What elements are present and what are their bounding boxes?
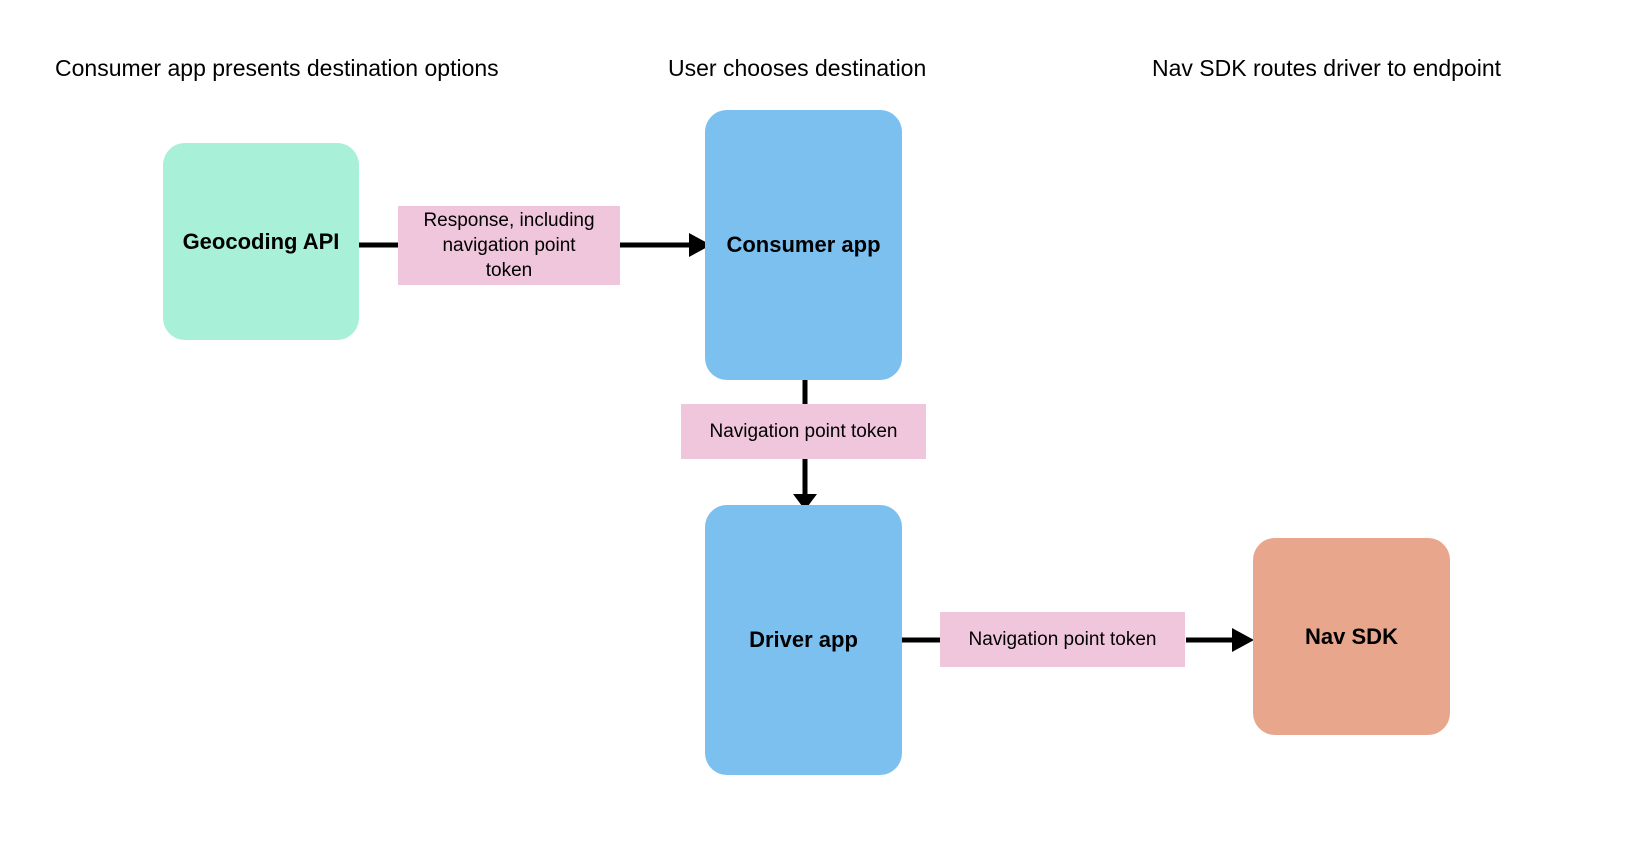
column-header-user-chooses-destination: User chooses destination <box>668 55 927 81</box>
node-consumer-app[interactable]: Consumer app <box>705 110 902 380</box>
edge-label-line-1: Response, including <box>423 210 595 231</box>
node-nav-sdk[interactable]: Nav SDK <box>1253 538 1450 735</box>
connector-driver-to-nav-sdk <box>898 620 1258 660</box>
node-nav-sdk-label: Nav SDK <box>1305 623 1398 649</box>
edge-label-response-navigation-point-token: Response, including navigation point tok… <box>398 206 620 285</box>
node-driver-app[interactable]: Driver app <box>705 505 902 775</box>
column-header-nav-sdk-routes-driver: Nav SDK routes driver to endpoint <box>1152 55 1502 81</box>
connector-geocoding-to-consumer <box>355 225 715 265</box>
node-driver-app-label: Driver app <box>749 627 858 652</box>
edge-label-text: Navigation point token <box>709 421 898 442</box>
node-consumer-app-label: Consumer app <box>726 232 881 257</box>
node-geocoding-api-label: Geocoding API <box>182 228 340 254</box>
edge-label-line-2: navigation point <box>442 235 576 256</box>
edge-label-navigation-point-token-driver-navsdk: Navigation point token <box>940 612 1185 667</box>
edge-label-text: Navigation point token <box>968 629 1157 650</box>
node-geocoding-api[interactable]: Geocoding API <box>163 143 359 340</box>
edge-label-line-3: token <box>485 260 533 281</box>
column-header-consumer-app-options: Consumer app presents destination option… <box>55 55 499 81</box>
edge-label-navigation-point-token-consumer-driver: Navigation point token <box>681 404 926 459</box>
